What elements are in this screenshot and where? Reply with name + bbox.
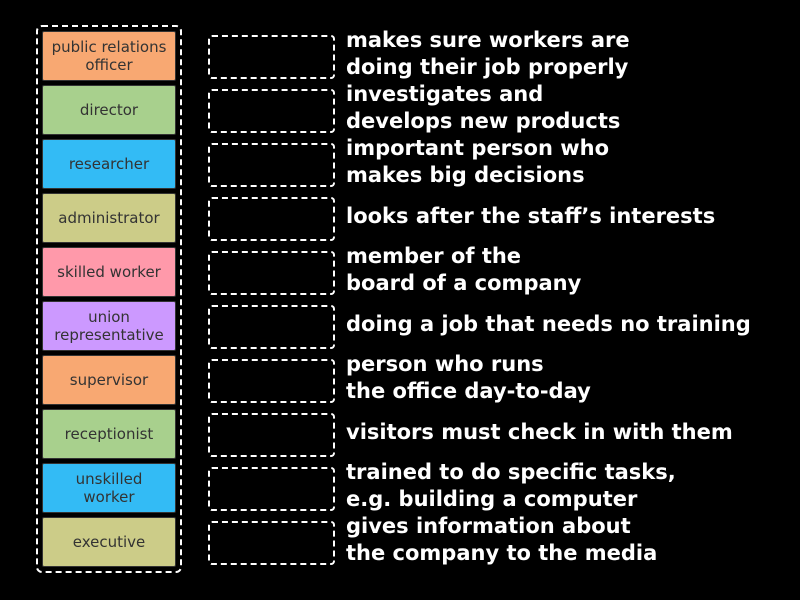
- clue-2: investigates and develops new products: [346, 82, 621, 133]
- drop-slot-7[interactable]: [208, 359, 335, 403]
- drop-slot-2[interactable]: [208, 89, 335, 133]
- clue-1: makes sure workers are doing their job p…: [346, 28, 630, 79]
- clue-3: important person who makes big decisions: [346, 136, 610, 187]
- drop-slot-4[interactable]: [208, 197, 335, 241]
- drop-slot-5[interactable]: [208, 251, 335, 295]
- clue-9: trained to do specific tasks, e.g. build…: [346, 460, 676, 511]
- tile-supervisor[interactable]: supervisor: [42, 355, 176, 405]
- drop-slot-1[interactable]: [208, 35, 335, 79]
- clue-4: looks after the staff’s interests: [346, 203, 716, 228]
- clue-6: doing a job that needs no training: [346, 311, 751, 336]
- drop-slot-8[interactable]: [208, 413, 335, 457]
- tile-union-representative[interactable]: union representative: [42, 301, 176, 351]
- tile-administrator[interactable]: administrator: [42, 193, 176, 243]
- clue-5: member of the board of a company: [346, 244, 582, 295]
- tile-receptionist[interactable]: receptionist: [42, 409, 176, 459]
- tile-unskilled-worker[interactable]: unskilled worker: [42, 463, 176, 513]
- tile-skilled-worker[interactable]: skilled worker: [42, 247, 176, 297]
- drop-slot-10[interactable]: [208, 521, 335, 565]
- drop-slot-3[interactable]: [208, 143, 335, 187]
- tile-executive[interactable]: executive: [42, 517, 176, 567]
- clue-10: gives information about the company to t…: [346, 514, 658, 565]
- word-bank: [36, 25, 182, 573]
- tile-researcher[interactable]: researcher: [42, 139, 176, 189]
- clue-7: person who runs the office day-to-day: [346, 352, 591, 403]
- drop-slot-9[interactable]: [208, 467, 335, 511]
- tile-director[interactable]: director: [42, 85, 176, 135]
- tile-public-relations-officer[interactable]: public relations officer: [42, 31, 176, 81]
- drop-slot-6[interactable]: [208, 305, 335, 349]
- clue-8: visitors must check in with them: [346, 419, 733, 444]
